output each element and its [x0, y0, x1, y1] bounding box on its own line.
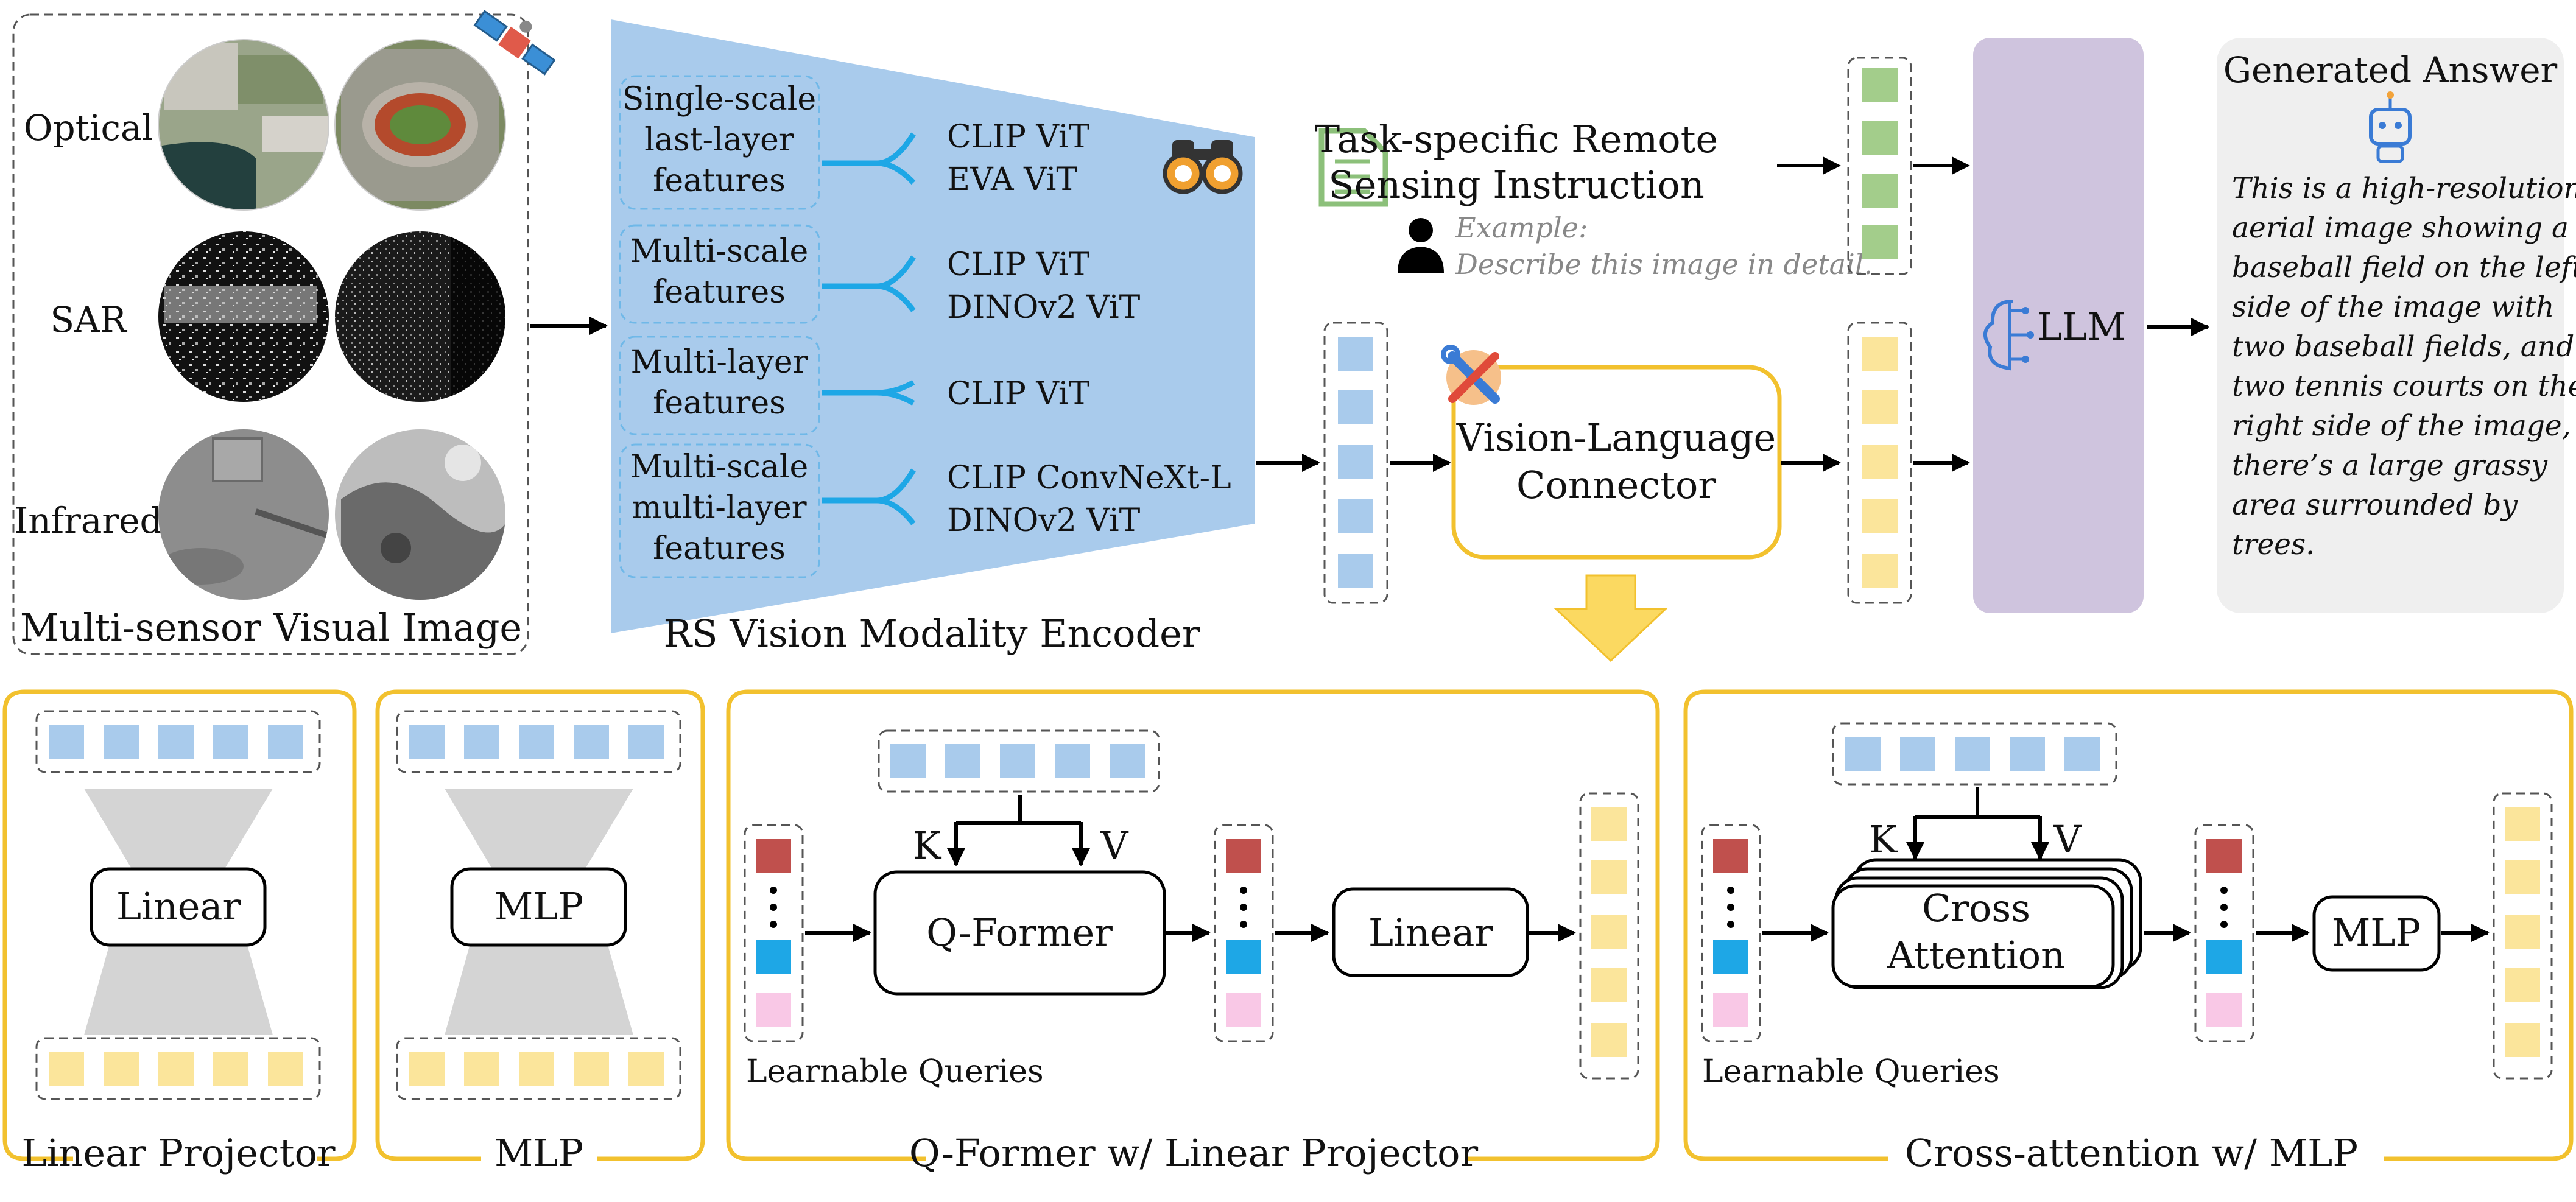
svg-text:Multi-layer: Multi-layer [630, 344, 808, 381]
caption-qformer: Q-Former w/ Linear Projector [909, 1131, 1479, 1175]
panel-mlp: MLP MLP [375, 689, 705, 1175]
robot-icon [2369, 91, 2412, 163]
instruction-line1: Task-specific Remote [1315, 117, 1718, 161]
svg-text:right side of the image,: right side of the image, [2232, 409, 2571, 443]
expand-down-arrow [1554, 574, 1668, 663]
cross-block-line2: Attention [1887, 933, 2065, 977]
optical-image-1 [158, 40, 329, 210]
answer-title: Generated Answer [2223, 49, 2558, 91]
svg-text:DINOv2 ViT: DINOv2 ViT [947, 289, 1141, 326]
document-icon [1318, 128, 1388, 207]
linear-block-label: Linear [116, 884, 241, 929]
text-token-column [1847, 57, 1912, 275]
cross-queries-label: Learnable Queries [1702, 1053, 2000, 1090]
satellite-icon [473, 10, 556, 76]
vision-encoder: RS Vision Modality Encoder Single-scale … [611, 19, 1255, 656]
multi-sensor-title: Multi-sensor Visual Image [20, 605, 522, 650]
qformer-k-label: K [913, 823, 942, 868]
instruction-line2: Sensing Instruction [1328, 163, 1705, 207]
infrared-image-2 [335, 429, 505, 600]
svg-text:DINOv2 ViT: DINOv2 ViT [947, 502, 1141, 539]
svg-text:CLIP ViT: CLIP ViT [947, 376, 1090, 412]
sar-image-1 [158, 231, 329, 402]
cross-k-label: K [1869, 817, 1898, 862]
svg-text:multi-layer: multi-layer [632, 490, 806, 526]
sar-image-2 [335, 231, 505, 402]
vision-language-connector: Vision-Language Connector [1451, 365, 1782, 560]
qformer-v-label: V [1100, 823, 1129, 868]
sar-label: SAR [50, 299, 128, 340]
svg-text:features: features [653, 163, 786, 199]
brain-icon [1983, 300, 2034, 371]
svg-text:side of the image with: side of the image with [2232, 290, 2554, 324]
svg-text:This is a high-resolution: This is a high-resolution [2232, 172, 2576, 205]
infrared-label: Infrared [14, 500, 162, 541]
svg-text:features: features [653, 385, 786, 421]
encoder-title: RS Vision Modality Encoder [663, 611, 1200, 656]
qformer-linear-label: Linear [1368, 910, 1493, 955]
panel-cross-attention: Cross-attention w/ MLP K V Learnable Que… [1683, 689, 2574, 1175]
mlp-block-label: MLP [494, 884, 583, 929]
feature-single-scale: Single-scale last-layer features CLIP Vi… [619, 75, 1090, 210]
infrared-image-1 [158, 429, 329, 600]
svg-text:CLIP ViT: CLIP ViT [947, 119, 1090, 155]
svg-text:EVA ViT: EVA ViT [947, 161, 1077, 198]
llm-label: LLM [2037, 304, 2126, 349]
panel-linear-projector: Linear Projector Linear [2, 689, 357, 1175]
caption-cross-attention: Cross-attention w/ MLP [1905, 1131, 2358, 1175]
feature-multi-scale-multi-layer: Multi-scale multi-layer features CLIP Co… [619, 443, 1231, 578]
tools-icon [1441, 345, 1501, 405]
svg-text:last-layer: last-layer [644, 122, 794, 158]
feature-multi-layer: Multi-layer features CLIP ViT [619, 336, 1090, 435]
svg-text:CLIP ViT: CLIP ViT [947, 247, 1090, 283]
projected-token-column [1847, 322, 1912, 604]
optical-label: Optical [24, 107, 153, 149]
svg-text:CLIP ConvNeXt-L: CLIP ConvNeXt-L [947, 460, 1231, 496]
cross-mlp-label: MLP [2332, 910, 2421, 955]
feature-multi-scale: Multi-scale features CLIP ViT DINOv2 ViT [619, 224, 1141, 326]
svg-text:two baseball fields, and: two baseball fields, and [2232, 330, 2574, 364]
llm-block: LLM [1973, 38, 2144, 613]
svg-text:Multi-scale: Multi-scale [630, 449, 809, 485]
instruction-block: Task-specific Remote Sensing Instruction… [1315, 117, 1873, 281]
svg-text:aerial image showing a: aerial image showing a [2232, 211, 2569, 245]
caption-linear-projector: Linear Projector [21, 1131, 335, 1175]
example-text: Describe this image in detail. [1455, 248, 1873, 281]
svg-text:Vision-Language: Vision-Language [1456, 415, 1776, 460]
svg-text:features: features [653, 530, 786, 567]
optical-image-2 [335, 40, 505, 210]
svg-text:Connector: Connector [1516, 463, 1716, 507]
panel-qformer: Q-Former w/ Linear Projector K V Learnab… [726, 689, 1660, 1175]
cross-v-label: V [2053, 817, 2082, 862]
visual-token-column [1323, 322, 1388, 604]
qformer-queries-label: Learnable Queries [746, 1053, 1044, 1090]
svg-text:Multi-scale: Multi-scale [630, 233, 809, 270]
user-icon [1398, 218, 1444, 273]
generated-answer-panel: Generated Answer This is a high-resoluti… [2217, 38, 2576, 613]
example-label: Example: [1455, 211, 1588, 244]
multi-sensor-panel: Optical SAR Infrared Multi-sensor Visual… [12, 10, 556, 655]
svg-text:area surrounded by: area surrounded by [2232, 488, 2518, 522]
caption-mlp: MLP [494, 1131, 583, 1175]
cross-block-line1: Cross [1922, 886, 2030, 930]
svg-text:features: features [653, 274, 786, 311]
svg-text:there’s a large grassy: there’s a large grassy [2232, 449, 2548, 482]
answer-text: This is a high-resolution aerial image s… [2232, 172, 2576, 561]
binoculars-icon [1163, 140, 1243, 194]
svg-text:Single-scale: Single-scale [622, 81, 816, 118]
svg-text:trees.: trees. [2232, 528, 2315, 561]
svg-text:two tennis courts on the: two tennis courts on the [2232, 370, 2576, 403]
svg-text:baseball field on the left: baseball field on the left [2232, 251, 2576, 284]
qformer-block-label: Q-Former [926, 910, 1113, 955]
